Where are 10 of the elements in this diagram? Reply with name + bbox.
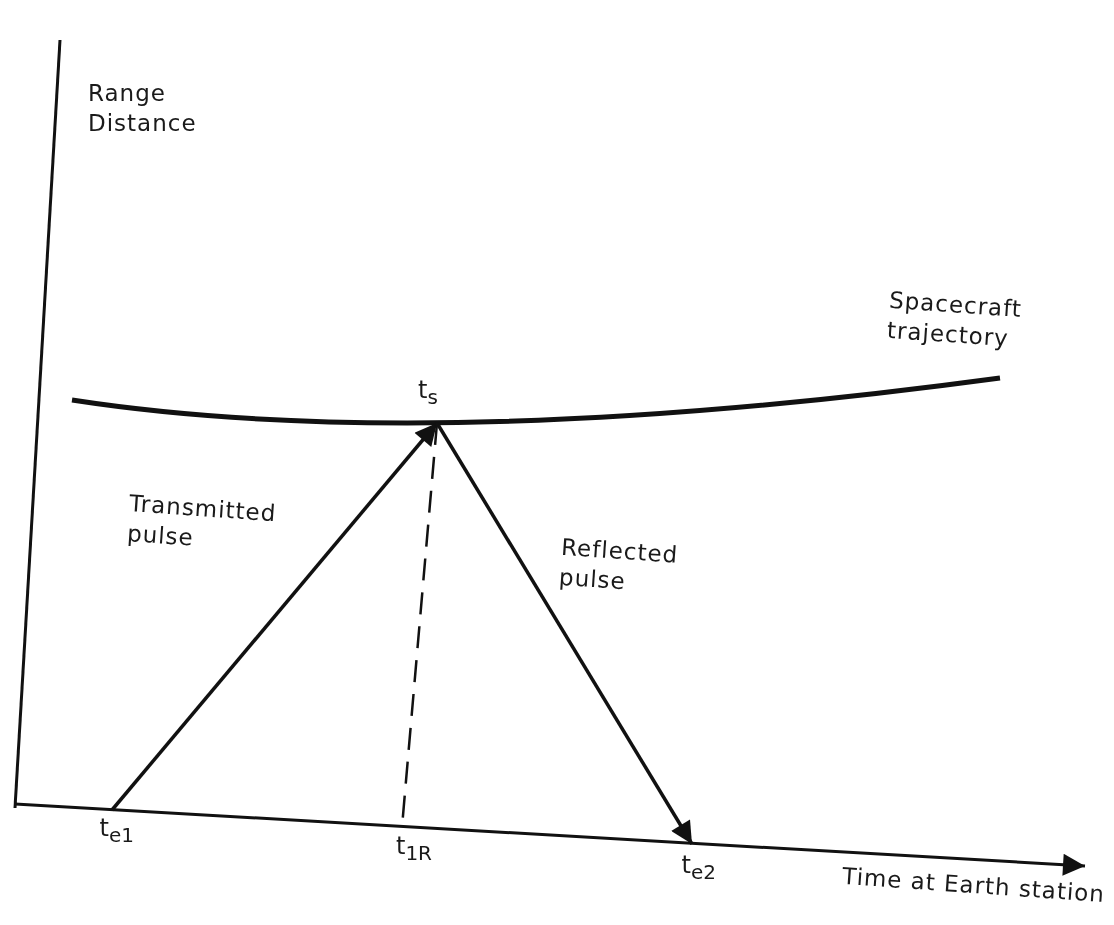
edge-label: Transmitted pulse [126,489,279,553]
axis-title: Time at Earth station [841,861,1107,910]
arrow [435,422,694,845]
time-point-label: t$_{s}$ [418,362,458,423]
time-point-label: t$_{e2}$ [666,844,716,890]
edge-label: Reflected pulse [558,532,681,597]
curve-label: Spacecraft trajectory [886,285,1024,354]
axis-title: Range Distance [88,79,198,138]
time-point-label: t$_{1R}$ [380,827,432,869]
time-point-label: t$_{e1}$ [90,810,134,850]
